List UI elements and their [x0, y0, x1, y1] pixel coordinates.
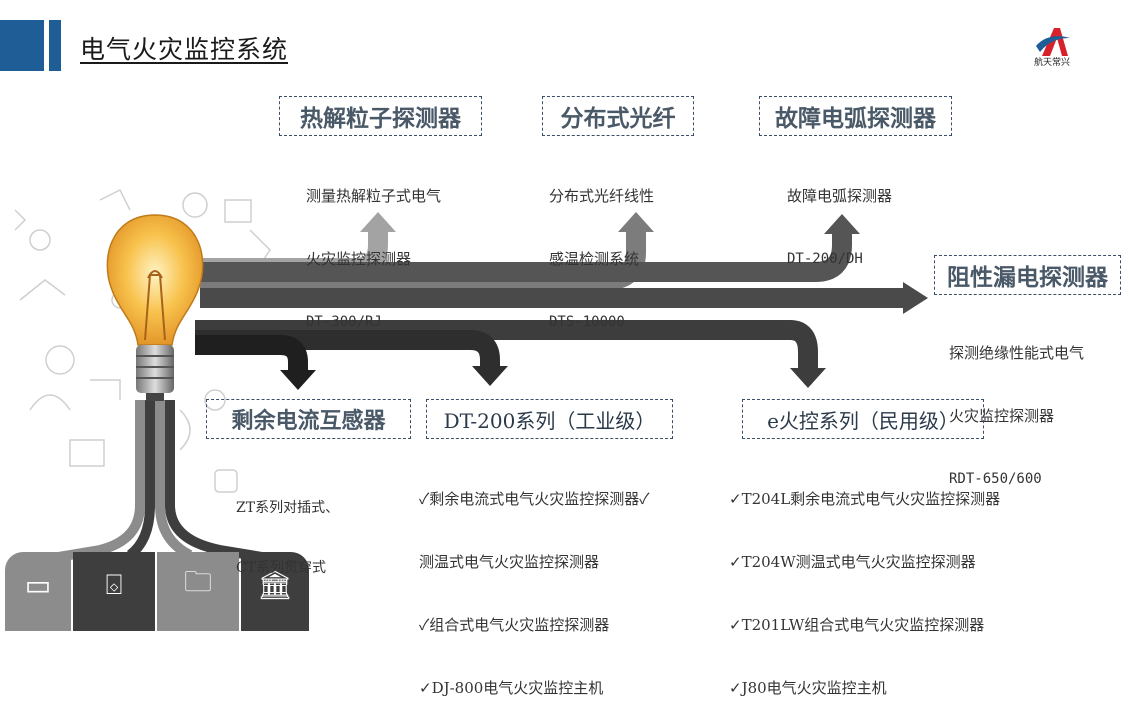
- model-number: DT-200/DH: [787, 251, 863, 267]
- desc-line: ✓DJ-800电气火灾监控主机: [419, 679, 604, 697]
- wallet-block: ▭: [5, 552, 71, 631]
- leakage-detector-desc: 探测绝缘性能式电气 火灾监控探测器 RDT-650/600: [949, 301, 1084, 511]
- residual-current-transformer-box: 剩余电流互感器: [206, 399, 411, 439]
- dt200-series-title: DT-200系列（工业级）: [443, 408, 656, 433]
- arc-fault-detector-box: 故障电弧探测器: [759, 96, 952, 136]
- light-bulb-icon: [106, 214, 204, 401]
- company-logo-icon: [1036, 28, 1070, 56]
- e-fire-series-desc: ✓T204L剩余电流式电气火灾监控探测器 ✓T204W测温式电气火灾监控探测器 …: [729, 447, 1000, 720]
- desc-line: 测量热解粒子式电气: [306, 187, 442, 205]
- desc-line: 故障电弧探测器: [787, 187, 893, 205]
- e-fire-series-title: e火控系列（民用级）: [767, 408, 959, 433]
- bank-block: 🏛: [241, 552, 309, 631]
- basket-icon: ⌺: [105, 568, 123, 602]
- residual-current-transformer-title: 剩余电流互感器: [231, 409, 386, 434]
- desc-line: 火灾监控探测器: [306, 250, 412, 268]
- leakage-detector-title: 阻性漏电探测器: [947, 264, 1108, 291]
- dt200-series-desc: ✓剩余电流式电气火灾监控探测器✓ 测温式电气火灾监控探测器 ✓组合式电气火灾监控…: [419, 447, 650, 720]
- desc-line: 测温式电气火灾监控探测器: [419, 553, 600, 571]
- dt200-series-box: DT-200系列（工业级）: [426, 399, 673, 439]
- e-fire-series-box: e火控系列（民用级）: [742, 399, 984, 439]
- thermal-particle-detector-box: 热解粒子探测器: [279, 96, 482, 136]
- page-title: 电气火灾监控系统: [80, 35, 289, 64]
- residual-current-transformer-desc: ZT系列对插式、 CT系列贯穿式: [236, 458, 339, 598]
- desc-line: ✓T201LW组合式电气火灾监控探测器: [729, 616, 985, 634]
- desc-line: ✓T204L剩余电流式电气火灾监控探测器: [729, 490, 1001, 508]
- desc-line: 分布式光纤线性: [549, 187, 655, 205]
- header-accent-bar: [49, 20, 61, 71]
- arc-fault-detector-desc: 故障电弧探测器 DT-200/DH: [787, 144, 892, 291]
- flow-diagram: [14, 188, 928, 565]
- header-accent-block: [0, 20, 44, 71]
- desc-line: ✓T204W测温式电气火灾监控探测器: [729, 553, 976, 571]
- desc-line: CT系列贯穿式: [236, 560, 327, 576]
- basket-block: ⌺: [73, 552, 155, 631]
- logo-text: 航天常兴: [1033, 58, 1070, 68]
- leakage-detector-box: 阻性漏电探测器: [934, 255, 1121, 295]
- desc-line: ✓剩余电流式电气火灾监控探测器✓: [419, 490, 650, 508]
- folder-block: 🗀: [157, 552, 239, 631]
- thermal-particle-detector-desc: 测量热解粒子式电气 火灾监控探测器 DT-300/RJ: [306, 144, 441, 354]
- thermal-particle-detector-title: 热解粒子探测器: [300, 105, 461, 132]
- desc-line: ZT系列对插式、: [236, 500, 340, 516]
- folder-icon: 🗀: [183, 565, 213, 599]
- model-number: RDT-650/600: [949, 471, 1042, 487]
- desc-line: 探测绝缘性能式电气: [949, 344, 1085, 362]
- arc-fault-detector-title: 故障电弧探测器: [775, 105, 936, 132]
- model-number: DT-300/RJ: [306, 314, 382, 330]
- distributed-fiber-desc: 分布式光纤线性 感温检测系统 DTS-10000: [549, 144, 654, 354]
- wallet-icon: ▭: [24, 568, 52, 602]
- model-number: DTS-10000: [549, 314, 625, 330]
- desc-line: ✓J80电气火灾监控主机: [729, 679, 887, 697]
- doodle-background: [14, 188, 271, 493]
- distributed-fiber-box: 分布式光纤: [542, 96, 694, 136]
- desc-line: ✓组合式电气火灾监控探测器: [419, 616, 610, 634]
- desc-line: 火灾监控探测器: [949, 407, 1055, 425]
- bank-icon: 🏛: [257, 568, 293, 602]
- distributed-fiber-title: 分布式光纤: [560, 105, 676, 132]
- desc-line: 感温检测系统: [549, 250, 640, 268]
